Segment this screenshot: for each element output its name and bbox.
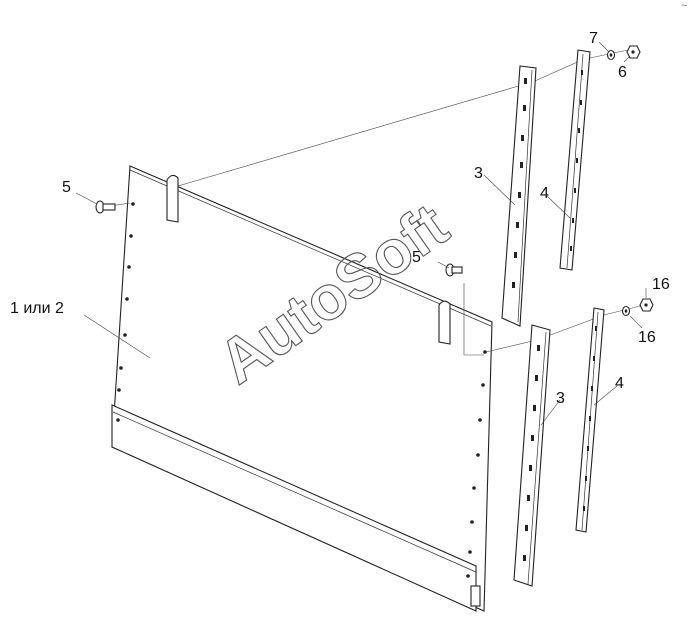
label-bolt-mid: 5 — [412, 249, 421, 266]
label-rail-top: 4 — [540, 185, 549, 202]
label-strap-bottom: 3 — [556, 390, 565, 407]
label-bolt-left: 5 — [62, 179, 71, 196]
top-rail — [559, 49, 591, 271]
callout-leaders — [75, 41, 647, 426]
label-nut-bottom-a: 16 — [652, 276, 670, 293]
panel-left-holes — [116, 202, 135, 422]
bolt-mid — [445, 263, 463, 277]
label-washer-top: 7 — [589, 30, 598, 47]
alignment-lines — [102, 49, 645, 356]
bottom-rail — [575, 307, 605, 533]
top-strap — [501, 65, 537, 327]
washer-top — [606, 49, 616, 61]
bolt-left — [95, 200, 116, 214]
nut-bottom — [639, 298, 654, 312]
corner-mark: ~ — [681, 0, 687, 12]
side-panel — [111, 165, 493, 612]
nut-top — [626, 45, 641, 59]
label-nut-bottom-b: 16 — [638, 329, 656, 346]
bottom-strap — [513, 324, 551, 587]
label-rail-bottom: 4 — [615, 375, 624, 392]
panel-hook-left — [166, 174, 179, 223]
panel-right-holes — [466, 350, 487, 578]
label-nut-top: 6 — [618, 64, 627, 81]
label-strap-top: 3 — [474, 165, 483, 182]
washer-bottom — [621, 305, 631, 317]
panel-bottom-strip — [111, 404, 477, 612]
label-panel: 1 или 2 — [10, 300, 64, 317]
panel-hook-right — [438, 300, 451, 345]
